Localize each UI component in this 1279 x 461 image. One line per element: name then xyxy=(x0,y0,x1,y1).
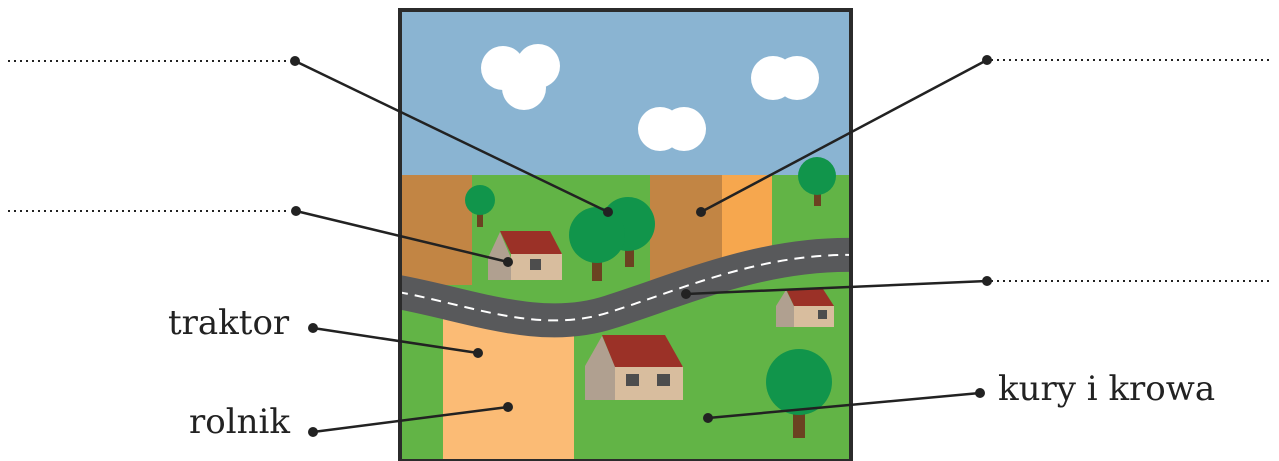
field-brown-left xyxy=(400,175,472,285)
house-icon xyxy=(776,289,834,327)
cloud-icon xyxy=(751,56,819,100)
house-icon xyxy=(488,231,562,280)
village-picture xyxy=(398,10,855,461)
house-icon xyxy=(585,335,683,400)
label-traktor: traktor xyxy=(168,306,289,340)
field-peach xyxy=(443,318,574,461)
label-kury-i-krowa: kury i krowa xyxy=(998,372,1215,406)
label-rolnik: rolnik xyxy=(189,405,290,439)
cloud-icon xyxy=(638,107,706,151)
